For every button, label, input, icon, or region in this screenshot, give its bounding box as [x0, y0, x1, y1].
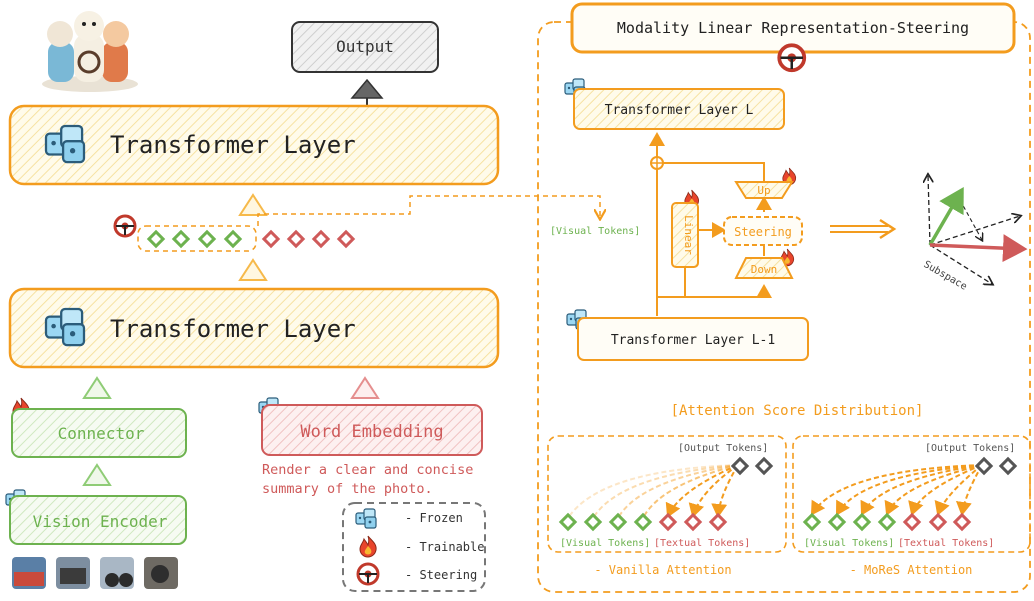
hollow-arrow-icon — [238, 193, 268, 216]
up-projection: Up — [734, 181, 794, 199]
visual-token-group — [137, 225, 257, 252]
mores-attention-panel: [Output Tokens] [Visual Tokens] [Textual… — [792, 435, 1031, 553]
llama-mascot-icon — [42, 11, 138, 92]
vision-encoder-box: Vision Encoder — [9, 495, 187, 545]
double-arrow-icon — [830, 218, 897, 240]
output-token — [755, 457, 773, 475]
visual-token — [147, 230, 165, 248]
vanilla-attention-label: - Vanilla Attention — [594, 563, 731, 577]
word-embedding-box: Word Embedding — [261, 404, 483, 456]
output-token — [731, 457, 749, 475]
down-projection: Down — [734, 257, 794, 279]
steering-box: Steering — [723, 216, 803, 246]
word-embedding-label: Word Embedding — [300, 422, 443, 442]
visual-token — [853, 513, 871, 531]
panel-visual-tokens-label: [Visual Tokens] — [550, 226, 640, 237]
visual-token — [584, 513, 602, 531]
textual-token — [929, 513, 947, 531]
down-label: Down — [751, 263, 778, 276]
vanilla-visual-tokens-label: [Visual Tokens] — [560, 538, 650, 549]
textual-token — [903, 513, 921, 531]
prompt-line-2: summary of the photo. — [262, 481, 433, 497]
vanilla-output-tokens-label: [Output Tokens] — [678, 443, 768, 454]
visual-token — [198, 230, 216, 248]
textual-token — [953, 513, 971, 531]
transformer-layer-bottom: Transformer Layer — [8, 287, 500, 369]
transformer-layer-top: Transformer Layer — [8, 104, 500, 186]
visual-token — [559, 513, 577, 531]
steering-wheel-icon — [113, 214, 137, 238]
transformer-layer-l-minus-1: Transformer Layer L-1 — [577, 317, 809, 361]
vision-encoder-label: Vision Encoder — [33, 512, 168, 531]
subspace-label: Subspace — [922, 259, 969, 293]
output-token — [975, 457, 993, 475]
visual-token — [878, 513, 896, 531]
subspace-vectors: Subspace — [922, 175, 1028, 293]
layer-l-label: Transformer Layer L — [605, 103, 754, 118]
connector-label: Connector — [58, 424, 145, 443]
connector-box: Connector — [11, 408, 187, 458]
mores-output-tokens-label: [Output Tokens] — [925, 443, 1015, 454]
visual-token — [224, 230, 242, 248]
mores-visual-tokens-label: [Visual Tokens] — [804, 538, 894, 549]
textual-token — [684, 513, 702, 531]
visual-token — [172, 230, 190, 248]
panel-title-box: Modality Linear Representation-Steering — [570, 2, 1016, 54]
output-label: Output — [336, 37, 394, 56]
visual-token — [634, 513, 652, 531]
trainable-flame-icon — [359, 535, 377, 558]
textual-token — [709, 513, 727, 531]
textual-token — [337, 230, 355, 248]
hollow-arrow-icon — [238, 258, 268, 281]
visual-token — [803, 513, 821, 531]
legend: - Frozen - Trainable - Steering — [342, 502, 486, 592]
transformer-top-label: Transformer Layer — [110, 131, 356, 159]
output-arrow-icon — [350, 78, 384, 99]
output-token — [999, 457, 1017, 475]
vanilla-textual-tokens-label: [Textual Tokens] — [654, 538, 750, 549]
legend-frozen: - Frozen — [405, 511, 463, 525]
textual-token-row — [262, 230, 355, 248]
hollow-arrow-icon — [82, 376, 112, 399]
mores-textual-tokens-label: [Textual Tokens] — [898, 538, 994, 549]
panel-title: Modality Linear Representation-Steering — [617, 19, 969, 37]
linear-box: Linear — [671, 202, 699, 268]
hollow-arrow-icon — [82, 463, 112, 486]
visual-token-row — [147, 230, 242, 248]
transformer-layer-l: Transformer Layer L — [573, 88, 785, 130]
legend-trainable: - Trainable — [405, 540, 484, 554]
textual-token — [312, 230, 330, 248]
dashed-link — [257, 195, 600, 226]
textual-token — [287, 230, 305, 248]
textual-token — [262, 230, 280, 248]
up-label: Up — [757, 184, 770, 197]
visual-token — [828, 513, 846, 531]
visual-token — [609, 513, 627, 531]
layer-l1-label: Transformer Layer L-1 — [611, 333, 775, 348]
legend-steering: - Steering — [405, 568, 477, 582]
steering-wheel-icon — [777, 43, 807, 73]
hollow-arrow-icon — [350, 376, 380, 399]
steering-wheel-icon — [356, 562, 380, 586]
linear-label: Linear — [682, 215, 695, 255]
output-box: Output — [291, 21, 439, 73]
mores-attention-label: - MoReS Attention — [850, 563, 973, 577]
attention-title: [Attention Score Distribution] — [671, 403, 924, 419]
transformer-bottom-label: Transformer Layer — [110, 315, 356, 343]
textual-token — [659, 513, 677, 531]
image-patches — [12, 557, 178, 589]
prompt-line-1: Render a clear and concise — [262, 462, 473, 478]
steering-label: Steering — [734, 225, 792, 239]
frozen-cube-icon — [355, 508, 377, 529]
vanilla-attention-panel: [Output Tokens] [Visual Tokens] [Textual… — [547, 435, 787, 553]
